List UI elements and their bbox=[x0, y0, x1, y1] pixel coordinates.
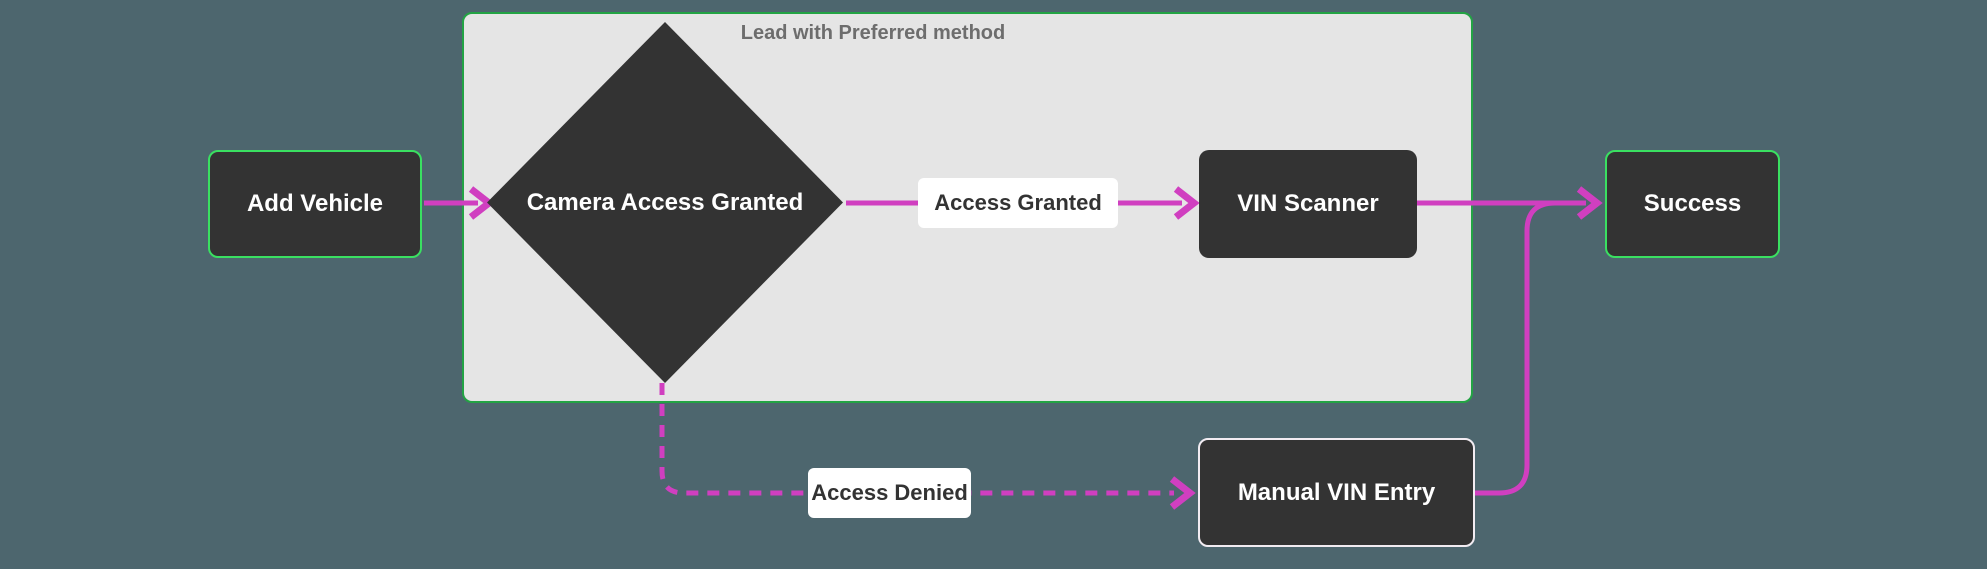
edge-label-access-granted: Access Granted bbox=[918, 178, 1118, 228]
node-success-label: Success bbox=[1643, 190, 1742, 217]
arrowhead-icon bbox=[1169, 476, 1196, 510]
edge-camera-to-manual-vin bbox=[659, 383, 1196, 510]
edge-label-access-granted-text: Access Granted bbox=[934, 190, 1102, 215]
edge-line bbox=[659, 383, 1174, 496]
edge-add-vehicle-to-camera bbox=[424, 186, 495, 220]
edge-label-access-denied: Access Denied bbox=[808, 468, 971, 518]
arrowhead-icon bbox=[1576, 186, 1603, 220]
node-vin-scanner-label: VIN Scanner bbox=[1237, 190, 1379, 217]
node-add-vehicle-label: Add Vehicle bbox=[246, 190, 384, 217]
node-vin-scanner: VIN Scanner bbox=[1199, 150, 1417, 258]
node-manual-vin-entry: Manual VIN Entry bbox=[1198, 438, 1475, 547]
arrowhead-icon bbox=[1173, 186, 1200, 220]
node-camera-access-label: Camera Access Granted bbox=[526, 188, 804, 216]
subgraph-title: Lead with Preferred method bbox=[740, 22, 1006, 44]
edge-label-access-denied-text: Access Denied bbox=[811, 480, 968, 505]
node-manual-vin-entry-label: Manual VIN Entry bbox=[1237, 478, 1436, 506]
node-success: Success bbox=[1605, 150, 1780, 258]
edge-manual-vin-to-success bbox=[1475, 200, 1580, 496]
node-add-vehicle: Add Vehicle bbox=[208, 150, 422, 258]
edge-line bbox=[1475, 200, 1580, 496]
